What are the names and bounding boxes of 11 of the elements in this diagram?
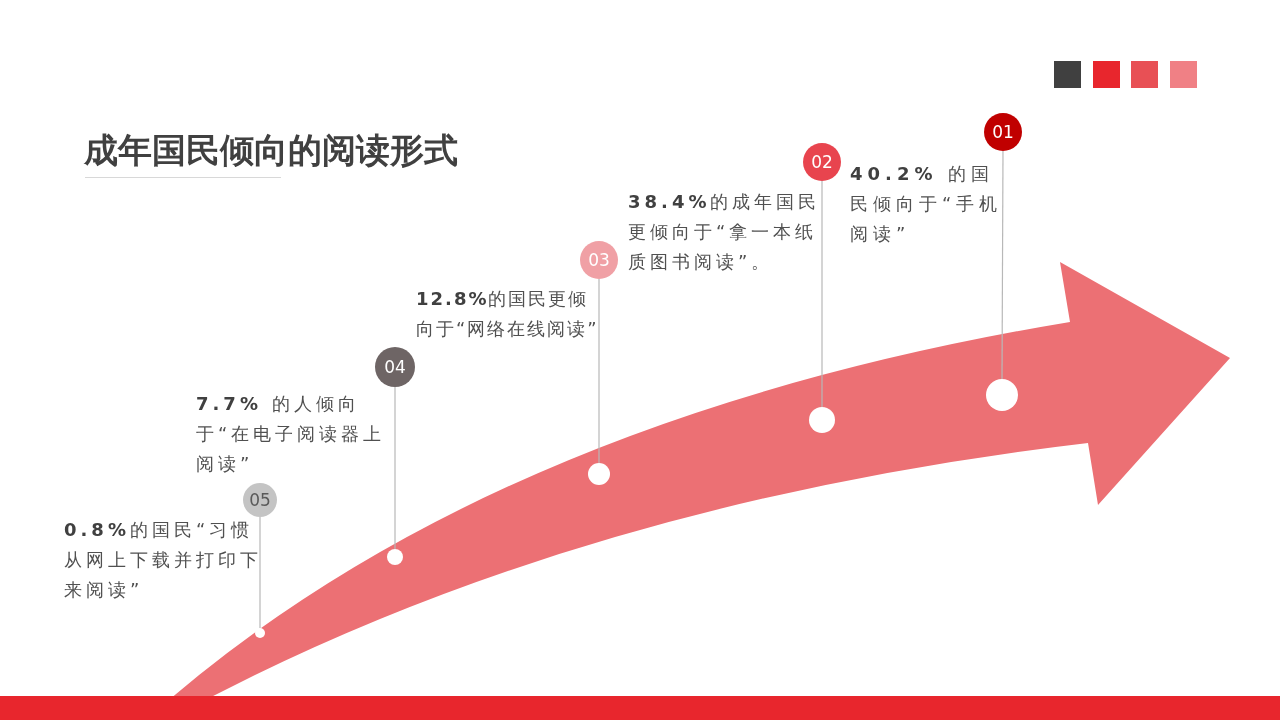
leader-line bbox=[821, 180, 823, 408]
leader-line bbox=[598, 278, 600, 464]
leader-line bbox=[1001, 150, 1004, 380]
leader-line bbox=[394, 386, 396, 550]
description-text: 40.2% 的国民倾向于“手机阅读” bbox=[850, 162, 1004, 246]
title: 成年国民倾向的阅读形式 bbox=[84, 129, 458, 172]
description-text: 12.8%的国民更倾向于“网络在线阅读” bbox=[416, 287, 600, 341]
leader-line bbox=[259, 516, 261, 629]
description-text: 38.4%的成年国民更倾向于“拿一本纸质图书阅读”。 bbox=[628, 190, 822, 274]
description-text: 7.7% 的人倾向于“在电子阅读器上阅读” bbox=[196, 392, 387, 476]
description-text: 0.8%的国民“习惯从网上下载并打印下来阅读” bbox=[64, 518, 262, 602]
